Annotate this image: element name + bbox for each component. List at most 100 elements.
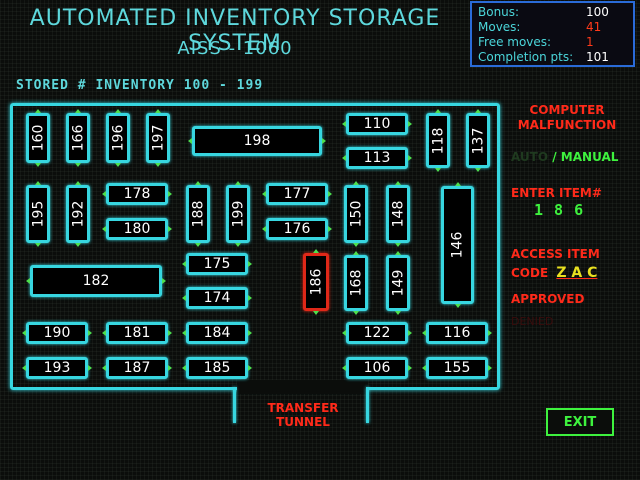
crate-198[interactable]: 198 xyxy=(188,126,326,156)
crate-label: 122 xyxy=(363,325,391,341)
crate-label: 149 xyxy=(390,269,407,297)
enter-item-label: ENTER ITEM# xyxy=(511,186,602,200)
crate-label: 193 xyxy=(43,360,71,376)
crate-label: 185 xyxy=(203,360,231,376)
crate-166[interactable]: 166 xyxy=(66,109,90,167)
malfunction-line1: COMPUTER xyxy=(529,103,605,117)
crate-113[interactable]: 113 xyxy=(342,147,412,169)
completion-label: Completion pts: xyxy=(478,50,574,64)
crate-197[interactable]: 197 xyxy=(146,109,170,167)
crate-label: 186 xyxy=(308,268,325,296)
system-id: AISS - 1060 xyxy=(177,38,293,59)
inventory-range-label: STORED # INVENTORY 100 - 199 xyxy=(16,78,264,93)
crate-label: 175 xyxy=(203,256,231,272)
crate-label: 198 xyxy=(243,133,271,149)
mode-indicator: AUTO / MANUAL xyxy=(511,150,618,164)
crate-186-selected[interactable]: 186 xyxy=(303,249,329,315)
crate-label: 192 xyxy=(70,200,87,228)
crate-146[interactable]: 146 xyxy=(441,182,474,308)
free-moves-value: 1 xyxy=(586,35,594,49)
score-panel: Bonus: 100 Moves: 41 Free moves: 1 Completi… xyxy=(470,1,635,67)
approved-status: APPROVED xyxy=(511,292,585,306)
mode-auto[interactable]: AUTO xyxy=(511,150,549,164)
crate-184[interactable]: 184 xyxy=(182,322,252,344)
crate-175[interactable]: 175 xyxy=(182,253,252,275)
crate-110[interactable]: 110 xyxy=(342,113,412,135)
crate-122[interactable]: 122 xyxy=(342,322,412,344)
crate-155[interactable]: 155 xyxy=(422,357,492,379)
crate-label: 150 xyxy=(348,200,365,228)
crate-label: 166 xyxy=(70,124,87,152)
crate-label: 188 xyxy=(190,200,207,228)
crate-label: 182 xyxy=(82,273,110,289)
game-title: AUTOMATED INVENTORY STORAGE SYSTEM xyxy=(29,6,441,56)
crate-label: 118 xyxy=(430,127,447,154)
crate-118[interactable]: 118 xyxy=(426,109,450,172)
crate-116[interactable]: 116 xyxy=(422,322,492,344)
crate-178[interactable]: 178 xyxy=(102,183,172,205)
tunnel-label-line2: TUNNEL xyxy=(276,415,330,429)
completion-value: 101 xyxy=(586,50,609,64)
crate-label: 178 xyxy=(123,186,151,202)
crate-182[interactable]: 182 xyxy=(26,265,166,297)
crate-190[interactable]: 190 xyxy=(22,322,92,344)
crate-192[interactable]: 192 xyxy=(66,181,90,247)
crate-196[interactable]: 196 xyxy=(106,109,130,167)
crate-label: 160 xyxy=(30,124,47,152)
free-moves-label: Free moves: xyxy=(478,35,552,49)
moves-value: 41 xyxy=(586,20,602,34)
crate-177[interactable]: 177 xyxy=(262,183,332,205)
bonus-label: Bonus: xyxy=(478,5,520,19)
crate-label: 181 xyxy=(123,325,151,341)
transfer-tunnel-label: TRANSFER TUNNEL xyxy=(258,401,348,429)
tunnel-wall-right xyxy=(366,387,369,423)
code-label: CODE xyxy=(511,266,549,280)
crate-176[interactable]: 176 xyxy=(262,218,332,240)
crate-137[interactable]: 137 xyxy=(466,109,490,172)
crate-label: 137 xyxy=(470,127,487,154)
exit-button[interactable]: EXIT xyxy=(546,408,614,436)
crate-199[interactable]: 199 xyxy=(226,181,250,247)
crate-label: 106 xyxy=(363,360,391,376)
crate-label: 197 xyxy=(150,124,167,152)
tunnel-opening xyxy=(237,380,368,394)
tunnel-wall-left xyxy=(233,387,236,423)
crate-193[interactable]: 193 xyxy=(22,357,92,379)
crate-149[interactable]: 149 xyxy=(386,251,410,315)
crate-label: 195 xyxy=(30,200,47,228)
crate-label: 187 xyxy=(123,360,151,376)
crate-label: 116 xyxy=(443,325,471,341)
crate-181[interactable]: 181 xyxy=(102,322,172,344)
crate-106[interactable]: 106 xyxy=(342,357,412,379)
crate-187[interactable]: 187 xyxy=(102,357,172,379)
crate-150[interactable]: 150 xyxy=(344,181,368,247)
crate-label: 176 xyxy=(283,221,311,237)
crate-label: 184 xyxy=(203,325,231,341)
crate-label: 168 xyxy=(348,269,365,297)
bonus-value: 100 xyxy=(586,5,609,19)
crate-label: 190 xyxy=(43,325,71,341)
crate-160[interactable]: 160 xyxy=(26,109,50,167)
crate-168[interactable]: 168 xyxy=(344,251,368,315)
crate-188[interactable]: 188 xyxy=(186,181,210,247)
tunnel-label-line1: TRANSFER xyxy=(267,401,339,415)
crate-148[interactable]: 148 xyxy=(386,181,410,247)
access-code-value: Z A C xyxy=(556,265,598,281)
crate-label: 196 xyxy=(110,124,127,152)
denied-status: DENIED xyxy=(511,315,554,328)
malfunction-warning: COMPUTER MALFUNCTION xyxy=(512,103,622,133)
crate-label: 174 xyxy=(203,290,231,306)
crate-label: 199 xyxy=(230,200,247,228)
crate-label: 110 xyxy=(363,116,391,132)
crate-label: 180 xyxy=(123,221,151,237)
moves-label: Moves: xyxy=(478,20,521,34)
crate-195[interactable]: 195 xyxy=(26,181,50,247)
crate-174[interactable]: 174 xyxy=(182,287,252,309)
crate-180[interactable]: 180 xyxy=(102,218,172,240)
mode-manual[interactable]: / MANUAL xyxy=(552,150,619,164)
access-code-row: CODE Z A C xyxy=(511,265,597,281)
entered-item-number[interactable]: 1 8 6 xyxy=(534,201,585,219)
crate-label: 146 xyxy=(449,231,466,259)
crate-label: 177 xyxy=(283,186,311,202)
crate-185[interactable]: 185 xyxy=(182,357,252,379)
